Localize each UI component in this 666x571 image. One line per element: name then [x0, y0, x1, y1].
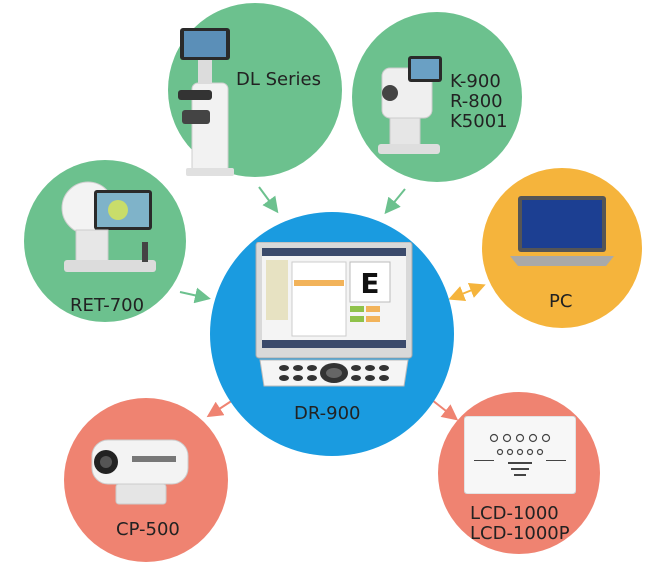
label-r800-line: R-800 [450, 91, 503, 112]
label-k900: K-900 R-800 K5001 [450, 72, 508, 132]
arrow-center-to-lcd [431, 399, 459, 421]
arrow-center-to-cp500 [206, 399, 234, 418]
label-lcd1000-line: LCD-1000 [470, 503, 559, 524]
arrow-center-pc [448, 283, 486, 301]
retinal-camera-device-image [61, 181, 156, 272]
keratometer-device-image [378, 56, 442, 154]
refraction-system-device-image: E [255, 242, 413, 387]
arrow-ret700-to-center [179, 287, 211, 304]
label-cp500: CP-500 [116, 519, 180, 540]
chart-projector-device-image [91, 439, 189, 505]
label-lcd: LCD-1000 LCD-1000P [470, 504, 570, 544]
laptop-device-image [510, 196, 614, 266]
eye-chart-letter: E [360, 267, 379, 300]
arrow-dl-to-center [258, 186, 279, 214]
label-ret700: RET-700 [70, 295, 145, 316]
label-k900-line: K-900 [450, 71, 501, 92]
label-lcd1000p-line: LCD-1000P [470, 523, 570, 544]
label-pc: PC [549, 291, 573, 312]
lensmeter-device-image [178, 28, 234, 176]
lcd-chart-device-image [464, 416, 576, 494]
label-k5001-line: K5001 [450, 111, 508, 132]
label-dl-series: DL Series [236, 69, 321, 90]
arrow-k900-to-center [384, 188, 406, 215]
label-dr900: DR-900 [294, 403, 361, 424]
